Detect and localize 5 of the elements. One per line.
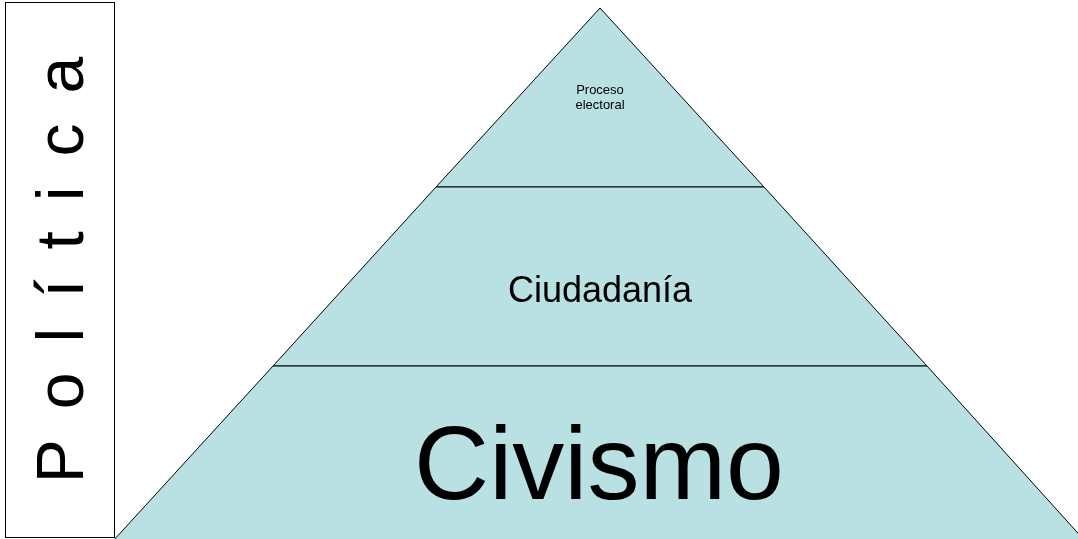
- tier-label: Ciudadanía: [506, 269, 694, 311]
- vertical-title: Política: [22, 26, 98, 486]
- title-box: [5, 2, 115, 538]
- tier-label: Civismo: [413, 404, 785, 523]
- tier-label: Proceso electoral: [574, 83, 626, 113]
